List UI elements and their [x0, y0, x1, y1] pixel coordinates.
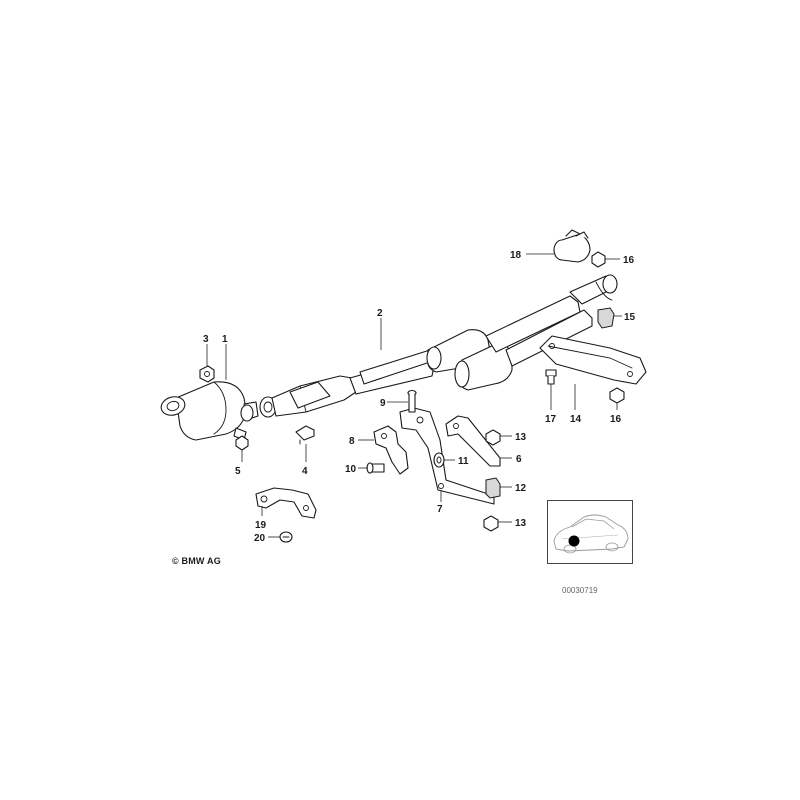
callout-5: 5: [235, 466, 241, 477]
front-silencer-part: [160, 381, 259, 441]
callout-8: 8: [349, 436, 355, 447]
callout-9: 9: [380, 398, 386, 409]
callout-7: 7: [437, 504, 443, 515]
nut-part-16-lower: [609, 387, 625, 404]
callout-10: 10: [345, 464, 357, 475]
callout-15: 15: [624, 312, 636, 323]
callout-3: 3: [203, 334, 209, 345]
callout-labels: 1 2 3 4 5 6 7 8 9 10 11 12 13 13 14 15 1…: [203, 250, 636, 544]
car-outline-icon: [553, 514, 629, 554]
callout-11: 11: [458, 456, 469, 467]
bolt-part-20: [279, 531, 293, 543]
nut-part-13-upper: [485, 429, 501, 446]
bracket-part-6: [445, 415, 501, 467]
callout-14: 14: [570, 414, 582, 425]
nut-part-16-upper: [591, 251, 606, 268]
callout-20: 20: [254, 533, 266, 544]
callout-19: 19: [255, 520, 267, 531]
location-marker-icon: [568, 535, 580, 547]
clip-part-15: [597, 307, 615, 329]
callout-18: 18: [510, 250, 522, 261]
callout-17: 17: [545, 414, 557, 425]
vehicle-location-thumbnail: [547, 500, 633, 564]
hanger-bracket-part-19: [255, 487, 317, 519]
copyright-notice: © BMW AG: [172, 556, 221, 566]
callout-1: 1: [222, 334, 228, 345]
reference-code: 00030719: [562, 586, 598, 595]
callout-13-lower: 13: [515, 518, 527, 529]
callout-13-upper: 13: [515, 432, 527, 443]
leader-lines: [206, 253, 622, 538]
pipe-clamp-part-18: [553, 229, 591, 263]
callout-16-upper: 16: [623, 255, 635, 266]
bolt-part-17: [545, 369, 557, 385]
y-pipe-catalyst-part: [259, 274, 618, 418]
clamp-bracket-part-8: [373, 425, 409, 475]
nut-part-5: [235, 435, 249, 451]
callout-16-lower: 16: [610, 414, 622, 425]
bolt-part-10: [366, 462, 385, 474]
callout-4: 4: [302, 466, 308, 477]
heat-shield-part-14: [539, 335, 647, 385]
nut-part-3: [199, 365, 215, 383]
callout-6: 6: [516, 454, 522, 465]
bolt-part-4: [295, 425, 315, 445]
bolt-part-9: [407, 389, 417, 413]
hanger-bracket-part-7: [399, 407, 495, 505]
callout-2: 2: [377, 308, 383, 319]
rubber-mount-part-11: [433, 452, 445, 468]
rubber-buffer-part-12: [485, 477, 501, 499]
callout-12: 12: [515, 483, 527, 494]
nut-part-13-lower: [483, 515, 499, 532]
